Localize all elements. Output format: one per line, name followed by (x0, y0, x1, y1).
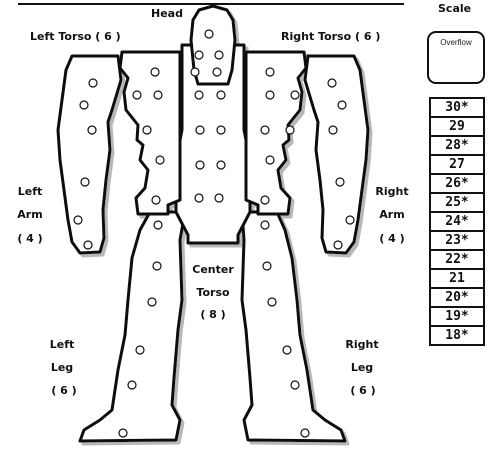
armor-pip[interactable] (153, 262, 161, 270)
heat-scale-cell[interactable]: 18* (430, 326, 484, 345)
overflow-box[interactable]: Overflow (427, 31, 485, 84)
armor-pip[interactable] (148, 298, 156, 306)
heat-scale-cell[interactable]: 23* (430, 231, 484, 250)
armor-pip[interactable] (81, 178, 89, 186)
armor-pip[interactable] (215, 194, 223, 202)
heat-scale-cell[interactable]: 28* (430, 136, 484, 155)
center-torso-label-line1: Center (192, 263, 234, 276)
armor-pip[interactable] (128, 381, 136, 389)
armor-pip[interactable] (133, 91, 141, 99)
armor-pip[interactable] (261, 126, 269, 134)
armor-pip[interactable] (195, 194, 203, 202)
heat-scale-cell[interactable]: 26* (430, 174, 484, 193)
armor-pip[interactable] (156, 156, 164, 164)
right-leg-label-line2: Leg (351, 361, 373, 374)
armor-pip[interactable] (261, 221, 269, 229)
armor-pip[interactable] (89, 79, 97, 87)
center-torso-armor-value: ( 8 ) (200, 308, 225, 321)
head-label: Head (151, 7, 183, 20)
heat-scale-cell[interactable]: 30* (430, 98, 484, 117)
armor-pip[interactable] (266, 91, 274, 99)
armor-pip[interactable] (301, 429, 309, 437)
armor-pip[interactable] (213, 68, 221, 76)
armor-pip[interactable] (143, 126, 151, 134)
armor-pip[interactable] (334, 241, 342, 249)
armor-pip[interactable] (217, 126, 225, 134)
armor-pip[interactable] (286, 126, 294, 134)
armor-pip[interactable] (261, 196, 269, 204)
armor-pip[interactable] (336, 178, 344, 186)
armor-pip[interactable] (266, 68, 274, 76)
heat-scale-cell[interactable]: 21 (430, 269, 484, 288)
overflow-label: Overflow (429, 38, 483, 47)
armor-pip[interactable] (196, 161, 204, 169)
armor-pip[interactable] (74, 216, 82, 224)
left-arm-armor-value: ( 4 ) (17, 232, 42, 245)
armor-pip[interactable] (291, 91, 299, 99)
center-torso-label-line2: Torso (196, 286, 229, 299)
right-arm-label-line2: Arm (379, 208, 404, 221)
armor-pip[interactable] (338, 101, 346, 109)
mech-armor-diagram (0, 0, 420, 450)
armor-pip[interactable] (291, 381, 299, 389)
armor-pip[interactable] (80, 101, 88, 109)
armor-pip[interactable] (346, 216, 354, 224)
left-leg-label-line2: Leg (51, 361, 73, 374)
armor-pip[interactable] (283, 346, 291, 354)
right-torso-label: Right Torso ( 6 ) (281, 30, 380, 43)
armor-pip[interactable] (268, 298, 276, 306)
heat-scale-cell[interactable]: 24* (430, 212, 484, 231)
heat-scale-cell[interactable]: 25* (430, 193, 484, 212)
armor-pip[interactable] (217, 161, 225, 169)
armor-pip[interactable] (329, 126, 337, 134)
armor-pip[interactable] (263, 262, 271, 270)
heat-scale-cell[interactable]: 20* (430, 288, 484, 307)
armor-pip[interactable] (152, 196, 160, 204)
right-leg-armor-value: ( 6 ) (350, 384, 375, 397)
left-arm-label-line2: Arm (17, 208, 42, 221)
armor-pip[interactable] (88, 126, 96, 134)
armor-pip[interactable] (266, 156, 274, 164)
heat-scale-cell[interactable]: 19* (430, 307, 484, 326)
right-leg-label-line1: Right (345, 338, 378, 351)
left-leg-armor-value: ( 6 ) (51, 384, 76, 397)
armor-pip[interactable] (195, 91, 203, 99)
left-leg-label-line1: Left (50, 338, 75, 351)
armor-pip[interactable] (119, 429, 127, 437)
left-torso-label: Left Torso ( 6 ) (30, 30, 121, 43)
armor-pip[interactable] (154, 91, 162, 99)
armor-pip[interactable] (154, 221, 162, 229)
right-torso-section (246, 52, 306, 214)
heat-scale-cell[interactable]: 27 (430, 155, 484, 174)
left-arm-label-line1: Left (18, 185, 43, 198)
armor-pip[interactable] (215, 51, 223, 59)
armor-pip[interactable] (151, 68, 159, 76)
armor-pip[interactable] (195, 51, 203, 59)
scale-title: Scale (438, 2, 471, 15)
heat-scale-cell[interactable]: 29 (430, 117, 484, 136)
armor-pip[interactable] (217, 91, 225, 99)
armor-pip[interactable] (196, 126, 204, 134)
armor-pip[interactable] (328, 79, 336, 87)
armor-pip[interactable] (136, 346, 144, 354)
heat-scale-cell[interactable]: 22* (430, 250, 484, 269)
right-arm-armor-value: ( 4 ) (379, 232, 404, 245)
armor-pip[interactable] (84, 241, 92, 249)
armor-pip[interactable] (191, 68, 199, 76)
right-arm-section (305, 56, 368, 253)
right-arm-label-line1: Right (375, 185, 408, 198)
armor-pip[interactable] (205, 30, 213, 38)
